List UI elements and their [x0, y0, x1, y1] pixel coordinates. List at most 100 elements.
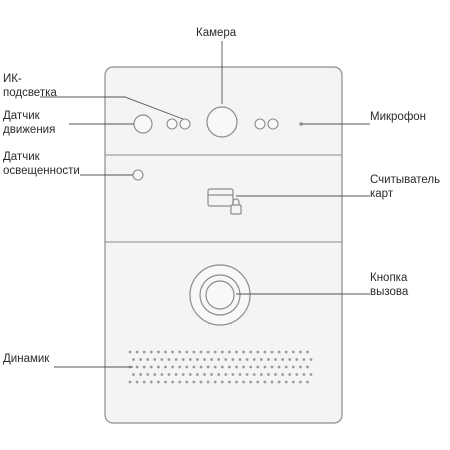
- speaker-hole: [263, 380, 267, 384]
- speaker-hole: [235, 365, 238, 369]
- speaker-hole: [270, 350, 274, 354]
- speaker-hole: [309, 358, 313, 361]
- speaker-hole: [270, 380, 274, 384]
- speaker-hole: [295, 358, 299, 361]
- label-ir-line2: подсветка: [3, 87, 57, 99]
- speaker-hole: [245, 373, 249, 376]
- speaker-hole: [171, 380, 175, 384]
- speaker-hole: [235, 350, 238, 354]
- ir-led-2: [179, 118, 191, 130]
- speaker-hole: [192, 380, 196, 384]
- speaker-hole: [267, 358, 270, 361]
- speaker-hole: [249, 350, 253, 354]
- speaker-hole: [281, 373, 284, 376]
- speaker-hole: [181, 373, 185, 376]
- speaker-hole: [160, 358, 164, 361]
- speaker-hole: [128, 350, 132, 354]
- speaker-hole: [242, 380, 246, 384]
- speaker-hole: [256, 350, 260, 354]
- speaker-hole: [192, 365, 196, 369]
- speaker-hole: [299, 350, 302, 354]
- speaker-hole: [206, 350, 210, 354]
- speaker-hole: [256, 380, 260, 384]
- device-panel: [104, 66, 343, 424]
- speaker-hole: [149, 365, 153, 369]
- speaker-hole: [171, 350, 175, 354]
- speaker-hole: [263, 350, 267, 354]
- speaker-hole: [128, 380, 132, 384]
- leader-ir: [40, 96, 184, 120]
- speaker-hole: [188, 358, 192, 361]
- speaker-hole: [277, 365, 281, 369]
- speaker-hole: [242, 350, 246, 354]
- speaker-hole: [192, 350, 196, 354]
- speaker-hole: [306, 380, 309, 384]
- speaker-hole: [309, 373, 313, 376]
- motion-sensor: [133, 114, 153, 134]
- speaker-hole: [174, 358, 178, 361]
- speaker-hole: [302, 358, 306, 361]
- speaker-hole: [135, 380, 139, 384]
- speaker-hole: [291, 380, 295, 384]
- speaker-hole: [164, 380, 167, 384]
- label-microphone: Микрофон: [370, 111, 427, 123]
- speaker-hole: [146, 358, 150, 361]
- speaker-hole: [252, 373, 256, 376]
- speaker-hole: [174, 373, 178, 376]
- speaker-hole: [231, 358, 235, 361]
- speaker-hole: [199, 365, 203, 369]
- speaker-hole: [206, 365, 210, 369]
- speaker-hole: [188, 373, 192, 376]
- speaker-hole: [228, 365, 231, 369]
- speaker-hole: [196, 358, 199, 361]
- speaker-hole: [299, 380, 302, 384]
- ir-led-1: [166, 118, 178, 130]
- speaker-hole: [288, 373, 292, 376]
- label-light-line1: Датчик: [3, 151, 40, 163]
- speaker-hole: [277, 350, 281, 354]
- speaker-hole: [135, 365, 139, 369]
- speaker-hole: [288, 358, 292, 361]
- label-camera: Камера: [196, 27, 237, 39]
- speaker-hole: [249, 365, 253, 369]
- speaker-hole: [149, 380, 153, 384]
- speaker-hole: [203, 358, 206, 361]
- speaker-hole: [132, 358, 135, 361]
- speaker-hole: [132, 373, 135, 376]
- speaker-hole: [178, 350, 182, 354]
- speaker-hole: [291, 365, 295, 369]
- label-speaker: Динамик: [3, 353, 50, 365]
- speaker-hole: [164, 365, 167, 369]
- speaker-hole: [224, 373, 228, 376]
- speaker-hole: [171, 365, 175, 369]
- speaker-hole: [178, 380, 182, 384]
- speaker-hole: [146, 373, 150, 376]
- speaker-hole: [228, 350, 231, 354]
- speaker-hole: [259, 358, 263, 361]
- speaker-hole: [149, 350, 153, 354]
- speaker-hole: [199, 380, 203, 384]
- speaker-hole: [281, 358, 284, 361]
- speaker-hole: [306, 365, 309, 369]
- speaker-grille: [128, 350, 313, 384]
- speaker-hole: [178, 365, 182, 369]
- speaker-hole: [210, 358, 214, 361]
- label-button-line1: Кнопка: [370, 272, 408, 284]
- speaker-hole: [167, 358, 171, 361]
- label-motion-line2: движения: [3, 124, 56, 136]
- speaker-hole: [274, 358, 277, 361]
- speaker-hole: [157, 365, 160, 369]
- speaker-hole: [217, 358, 221, 361]
- label-reader-line2: карт: [370, 188, 394, 200]
- speaker-hole: [263, 365, 267, 369]
- speaker-hole: [153, 373, 157, 376]
- camera-lens: [206, 106, 238, 138]
- speaker-hole: [213, 380, 217, 384]
- speaker-hole: [284, 350, 288, 354]
- speaker-hole: [142, 380, 146, 384]
- call-button-ring: [199, 274, 241, 316]
- speaker-hole: [220, 380, 224, 384]
- speaker-hole: [142, 350, 146, 354]
- label-reader-line1: Считыватель: [370, 174, 441, 186]
- speaker-hole: [196, 373, 199, 376]
